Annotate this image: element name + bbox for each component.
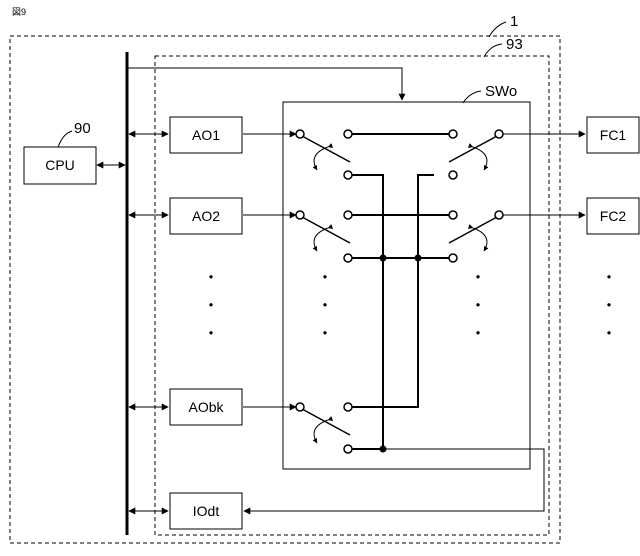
svg-text:・: ・ <box>203 298 219 315</box>
svg-text:・: ・ <box>203 270 219 287</box>
board-ref-label: 93 <box>506 36 523 53</box>
ao1-label: AO1 <box>192 127 220 143</box>
iodt-label: IOdt <box>193 503 220 519</box>
device-ref-leader <box>489 22 506 37</box>
rotation-arrow-icon <box>473 228 487 251</box>
junction-dot <box>380 255 387 262</box>
left-switch-1 <box>296 130 352 179</box>
ellipsis-column-switch-right: ・ ・ ・ <box>470 270 486 343</box>
ellipsis-column-fc: ・ ・ ・ <box>601 270 617 343</box>
right-switch-1 <box>449 130 503 179</box>
aobk-label: AObk <box>188 399 224 415</box>
board-ref-leader <box>484 44 502 57</box>
svg-text:・: ・ <box>203 326 219 343</box>
rotation-arrow-icon <box>314 420 328 443</box>
left-switch-bk <box>296 403 352 453</box>
cpu-ref-label: 90 <box>74 120 91 137</box>
right-switch-2 <box>449 211 503 262</box>
junction-dot <box>415 255 422 262</box>
svg-text:・: ・ <box>601 270 617 287</box>
left-switch-2 <box>296 211 352 262</box>
fc2-label: FC2 <box>600 208 627 224</box>
svg-text:・: ・ <box>470 298 486 315</box>
ellipsis-column-switch-left: ・ ・ ・ <box>317 270 333 343</box>
switch-ref-leader <box>463 91 481 103</box>
bus-to-switch-control-line <box>127 68 402 100</box>
svg-text:・: ・ <box>601 326 617 343</box>
figure-label: 図9 <box>12 7 26 17</box>
svg-text:・: ・ <box>317 270 333 287</box>
rotation-arrow-icon <box>314 228 328 251</box>
svg-text:・: ・ <box>601 298 617 315</box>
switch-ref-label: SWo <box>485 83 517 100</box>
rotation-arrow-icon <box>314 147 328 170</box>
svg-text:・: ・ <box>317 298 333 315</box>
device-boundary <box>10 36 560 543</box>
cpu-label: CPU <box>45 157 75 173</box>
svg-text:・: ・ <box>470 270 486 287</box>
fc1-label: FC1 <box>600 127 627 143</box>
feedback-to-iodt <box>244 449 544 511</box>
rotation-arrow-icon <box>473 147 487 170</box>
ao2-label: AO2 <box>192 208 220 224</box>
ellipsis-column-ao: ・ ・ ・ <box>203 270 219 343</box>
junction-dot <box>380 446 387 453</box>
device-ref-label: 1 <box>510 13 518 30</box>
svg-text:・: ・ <box>317 326 333 343</box>
cpu-ref-leader <box>58 131 72 147</box>
switch-wiring <box>348 134 453 449</box>
svg-text:・: ・ <box>470 326 486 343</box>
